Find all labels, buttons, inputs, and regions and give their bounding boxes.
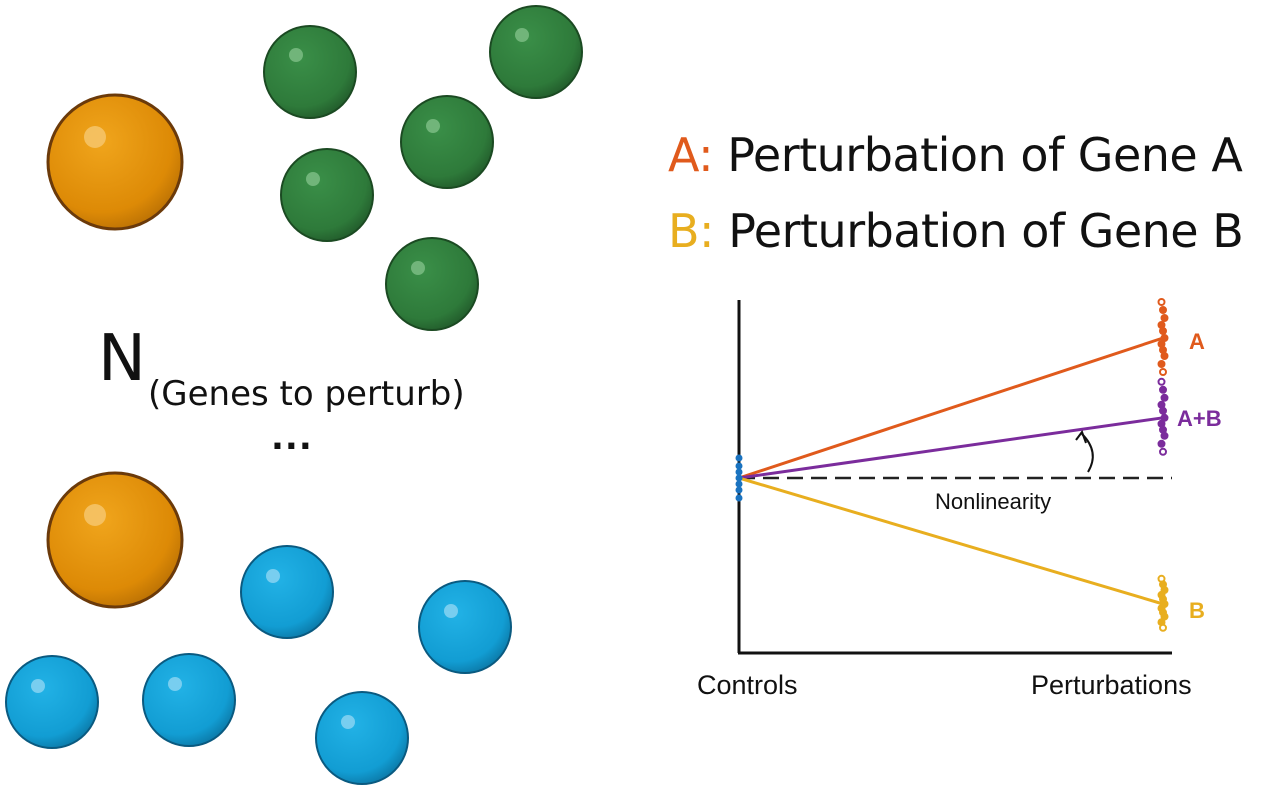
legend-text-b: Perturbation of Gene B	[728, 204, 1244, 258]
data-point	[735, 486, 743, 494]
legend-key-a: A:	[668, 128, 714, 182]
nonlinearity-arrow-icon	[1081, 433, 1094, 473]
data-point	[1160, 431, 1169, 440]
series-line-b	[738, 476, 1164, 606]
data-point	[1159, 406, 1167, 415]
nonlinearity-arrowhead-icon	[1075, 429, 1087, 444]
blue-gene-ball	[142, 653, 236, 747]
blue-gene-ball	[315, 691, 409, 785]
green-gene-ball	[263, 25, 357, 119]
data-point	[1160, 314, 1169, 322]
data-point	[1160, 334, 1169, 342]
legend-text-a: Perturbation of Gene A	[727, 128, 1243, 182]
data-point	[1157, 298, 1166, 306]
series-a-points	[1157, 298, 1169, 376]
series-line-a-plus-b	[738, 416, 1164, 480]
data-point	[735, 494, 743, 502]
data-point	[1159, 368, 1167, 376]
green-gene-ball	[489, 5, 583, 99]
legend-entry-a: A: Perturbation of Gene A	[668, 128, 1243, 182]
green-gene-ball	[280, 148, 374, 242]
data-point	[1159, 327, 1167, 335]
genes-count-subscript: (Genes to perturb)	[148, 374, 465, 414]
data-point	[1160, 413, 1169, 422]
data-point	[1160, 393, 1169, 402]
orange-gene-ball	[46, 93, 184, 231]
green-gene-ball	[400, 95, 494, 189]
data-point	[1157, 360, 1166, 368]
x-tick-label-perturbations: Perturbations	[1031, 670, 1192, 700]
blue-gene-ball	[240, 545, 334, 639]
series-b-points	[1157, 574, 1169, 632]
x-tick-label-controls: Controls	[697, 670, 798, 700]
data-point	[735, 462, 743, 470]
data-point	[1159, 385, 1167, 394]
series-label-a: A	[1189, 329, 1205, 354]
genes-count-symbol: N	[98, 322, 146, 396]
series-label-b: B	[1189, 598, 1205, 623]
series-a-plus-b-points	[1157, 377, 1169, 456]
data-point	[1159, 306, 1167, 314]
data-point	[735, 468, 743, 476]
blue-gene-ball	[418, 580, 512, 674]
data-point	[1159, 447, 1167, 456]
legend-key-b: B:	[668, 204, 715, 258]
series-label-a-plus-b: A+B	[1177, 406, 1222, 431]
data-point	[1160, 352, 1169, 360]
orange-gene-ball	[46, 471, 184, 609]
data-point	[1157, 439, 1166, 448]
series-line-a	[738, 336, 1164, 480]
ellipsis: ...	[271, 418, 313, 458]
legend-entry-b: B: Perturbation of Gene B	[668, 204, 1244, 258]
green-gene-ball	[385, 237, 479, 331]
data-point	[735, 474, 743, 482]
blue-gene-ball	[5, 655, 99, 749]
nonlinearity-label: Nonlinearity	[935, 489, 1051, 514]
control-points	[735, 454, 743, 502]
data-point	[1159, 623, 1167, 632]
data-point	[1157, 377, 1166, 386]
data-point	[735, 454, 743, 462]
data-point	[735, 480, 743, 488]
